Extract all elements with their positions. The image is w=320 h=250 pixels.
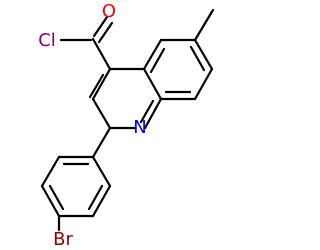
bond-c4a-c5-double: [149, 47, 166, 74]
bond-c6-methyl: [193, 8, 215, 42]
bond-ph-c6-c1: [91, 155, 112, 188]
bond-c4a-c5: [142, 38, 163, 71]
bond-c8a-c4a: [142, 67, 163, 101]
bond-carbonyl-c-o-double: [97, 21, 114, 44]
oxygen-atom-label: O: [102, 1, 116, 22]
bond-c4-c3: [91, 67, 112, 101]
bond-n1-c8a-double: [139, 99, 155, 124]
bond-ph-c5-c6: [91, 184, 112, 218]
bond-c6-c7-double: [189, 45, 206, 72]
bromine-atom-label: Br: [53, 229, 73, 250]
bond-carbonyl-c-o: [92, 15, 109, 38]
bond-n1-c8a: [143, 97, 163, 130]
chemical-structure: Cl O N Br: [38, 1, 215, 250]
bond-c4-c3-double: [88, 73, 105, 99]
bond-c3-c2: [91, 97, 112, 130]
bond-ph-c3-c4-double: [48, 184, 65, 211]
bond-c4-carbonyl: [91, 37, 112, 71]
bond-c2-phenyl: [91, 126, 112, 159]
bond-ph-c3-c4: [40, 184, 61, 218]
bond-c7-c8: [193, 67, 214, 101]
chlorine-atom-label: Cl: [38, 30, 56, 51]
nitrogen-atom-label: N: [133, 117, 146, 138]
bond-ph-c2-c3: [40, 155, 61, 188]
bond-c6-c7: [193, 38, 214, 71]
bond-ph-c5-c6-double: [87, 184, 104, 211]
